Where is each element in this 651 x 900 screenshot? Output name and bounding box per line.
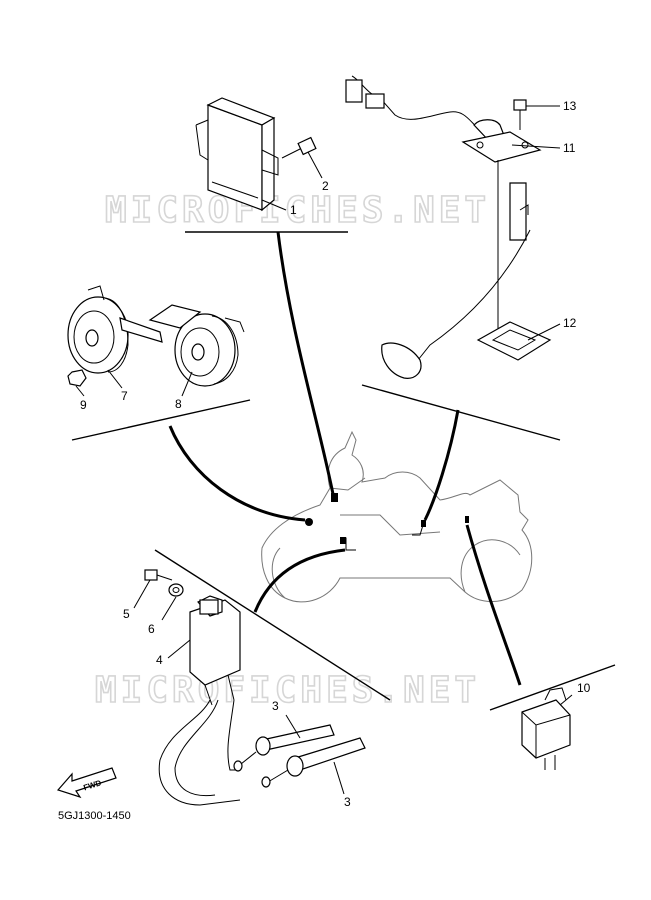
- bolt-5[interactable]: [144, 569, 173, 581]
- gasket-12[interactable]: [476, 321, 552, 361]
- spark-plug-cap-upper[interactable]: [233, 724, 335, 772]
- callout-3-upper: 3: [272, 699, 279, 713]
- location-marker-sender: [412, 524, 424, 536]
- figure-code: 5GJ1300-1450: [58, 810, 131, 822]
- bolt-13[interactable]: [513, 99, 527, 130]
- horn-high[interactable]: [148, 304, 245, 387]
- nut-9[interactable]: [67, 369, 87, 387]
- spark-plug-cap-lower[interactable]: [261, 737, 366, 788]
- ecu-unit[interactable]: [195, 97, 279, 212]
- callout-10: 10: [577, 681, 591, 695]
- callout-4: 4: [156, 653, 163, 667]
- callout-5: 5: [123, 607, 130, 621]
- callout-3-lower: 3: [344, 795, 351, 809]
- callout-1: 1: [290, 203, 297, 217]
- horn-low[interactable]: [67, 285, 163, 374]
- location-marker-sender-block: [421, 520, 426, 527]
- callout-leaders: [75, 105, 573, 795]
- relay-10[interactable]: [521, 687, 571, 770]
- watermark-top: MICROFICHES.NET: [105, 190, 490, 231]
- watermark-bottom: MICROFICHES.NET: [95, 670, 480, 711]
- location-marker-relay: [465, 516, 469, 523]
- bolt-2[interactable]: [281, 136, 317, 159]
- location-marker-ecu: [331, 493, 338, 502]
- callout-13: 13: [563, 99, 577, 113]
- callout-2: 2: [322, 179, 329, 193]
- fuel-sender-unit[interactable]: [345, 75, 542, 379]
- callout-12: 12: [563, 316, 577, 330]
- washer-6[interactable]: [168, 583, 184, 597]
- callout-6: 6: [148, 622, 155, 636]
- ignition-coil[interactable]: [158, 595, 241, 806]
- callout-8: 8: [175, 397, 182, 411]
- fwd-arrow: FWD: [56, 767, 117, 799]
- location-marker-coil-block: [340, 537, 346, 544]
- group-lines: [71, 231, 616, 711]
- motorcycle-outline: [261, 430, 533, 603]
- callout-11: 11: [563, 141, 576, 155]
- callout-7: 7: [121, 389, 128, 403]
- location-marker-horn: [305, 518, 313, 526]
- callout-9: 9: [80, 398, 87, 412]
